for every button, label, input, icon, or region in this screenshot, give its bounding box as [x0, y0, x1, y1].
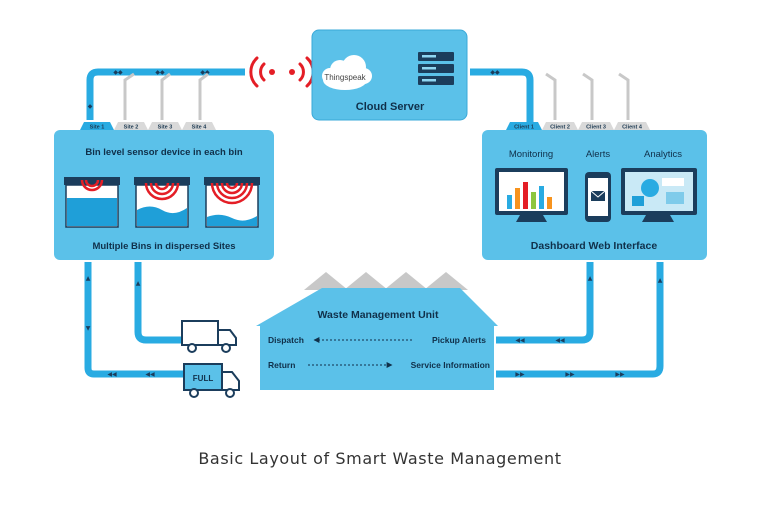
- svg-text:◆◆: ◆◆: [113, 69, 123, 76]
- svg-text:◀◀: ◀◀: [145, 371, 155, 378]
- site-tab-2: Site 2: [124, 125, 139, 131]
- full-truck-label: FULL: [193, 374, 214, 383]
- svg-text:◀◀: ◀◀: [515, 337, 525, 344]
- site-tab-1: Site 1: [90, 125, 105, 131]
- cloud-service-label: Thingspeak: [324, 73, 366, 82]
- sites-footer: Multiple Bins in dispersed Sites: [92, 241, 235, 252]
- cloud-icon: [322, 55, 372, 90]
- waste-unit-title: Waste Management Unit: [318, 309, 439, 321]
- analytics-monitor-icon: [621, 168, 697, 222]
- site-tabs: Site 1 Site 2 Site 3 Site 4: [80, 122, 216, 131]
- svg-text:▲: ▲: [658, 277, 663, 284]
- svg-text:▶▶: ▶▶: [565, 371, 575, 378]
- bin-icon-3: [204, 177, 260, 228]
- pipes: [84, 68, 664, 378]
- cloud-server-title: Cloud Server: [356, 101, 425, 113]
- service-information-label: Service Information: [411, 360, 490, 370]
- client-label-analytics: Analytics: [644, 149, 682, 160]
- pickup-alerts-label: Pickup Alerts: [432, 335, 486, 345]
- pipe-left-inner: [134, 262, 182, 344]
- monitor-chart-icon: [495, 168, 568, 222]
- client-tab-2: Client 2: [550, 125, 570, 131]
- clients-footer: Dashboard Web Interface: [531, 240, 658, 252]
- pipe-right-outer: [496, 262, 664, 378]
- client-antennas: [545, 72, 630, 120]
- client-tabs: Client 1 Client 2 Client 3 Client 4: [506, 122, 650, 131]
- svg-text:▶▶: ▶▶: [615, 371, 625, 378]
- pipe-site-to-cloud: [86, 68, 245, 120]
- bin-icon-2: [134, 177, 190, 228]
- client-label-alerts: Alerts: [586, 149, 611, 160]
- client-tab-1: Client 1: [514, 125, 534, 131]
- svg-text:◆◆: ◆◆: [200, 69, 210, 76]
- figure-caption: Basic Layout of Smart Waste Management: [198, 449, 562, 468]
- pipe-cloud-to-client: [470, 68, 534, 122]
- svg-text:▼: ▼: [86, 325, 91, 332]
- svg-text:◆: ◆: [88, 103, 93, 110]
- client-tab-4: Client 4: [622, 125, 643, 131]
- phone-alert-icon: [585, 172, 611, 222]
- dispatch-label: Dispatch: [268, 335, 304, 345]
- sites-title: Bin level sensor device in each bin: [85, 147, 243, 158]
- empty-truck-icon: [181, 320, 237, 353]
- pipe-left-outer: [84, 262, 186, 378]
- bin-icon-1: [64, 177, 120, 228]
- cloud-server-panel: Thingspeak Cloud Server: [311, 29, 468, 121]
- svg-text:▲: ▲: [136, 280, 141, 287]
- svg-text:▲: ▲: [588, 275, 593, 282]
- svg-text:▶▶: ▶▶: [515, 371, 525, 378]
- site-antennas: [123, 72, 209, 120]
- client-label-monitoring: Monitoring: [509, 149, 553, 160]
- waste-unit: Waste Management Unit Dispatch Pickup Al…: [256, 272, 498, 390]
- server-stack-icon: [418, 52, 454, 85]
- site-tab-3: Site 3: [158, 125, 173, 131]
- site-tab-4: Site 4: [192, 125, 208, 131]
- svg-text:◀◀: ◀◀: [107, 371, 117, 378]
- svg-text:◀◀: ◀◀: [555, 337, 565, 344]
- clients-panel: Client 1 Client 2 Client 3 Client 4 Moni…: [482, 72, 707, 260]
- pipe-arrows: ◆◆◆◆◆◆ ◆◆◆ ▲▼▲ ◀◀◀◀ ◀◀◀◀▲ ▶▶▶▶▶▶▲: [86, 69, 663, 378]
- pipe-right-inner: [496, 262, 594, 344]
- client-tab-3: Client 3: [586, 125, 606, 131]
- svg-text:▲: ▲: [86, 275, 91, 282]
- sites-panel: Site 1 Site 2 Site 3 Site 4 Bin level se…: [54, 72, 274, 260]
- full-truck-icon: FULL: [183, 363, 240, 398]
- wireless-signal-icon: [249, 56, 315, 88]
- svg-text:◆◆: ◆◆: [490, 69, 500, 76]
- svg-text:◆◆: ◆◆: [155, 69, 165, 76]
- roof-peaks: [304, 272, 468, 290]
- waste-management-diagram: ◆◆◆◆◆◆ ◆◆◆ ▲▼▲ ◀◀◀◀ ◀◀◀◀▲ ▶▶▶▶▶▶▲ Things…: [54, 29, 707, 398]
- return-label: Return: [268, 360, 295, 370]
